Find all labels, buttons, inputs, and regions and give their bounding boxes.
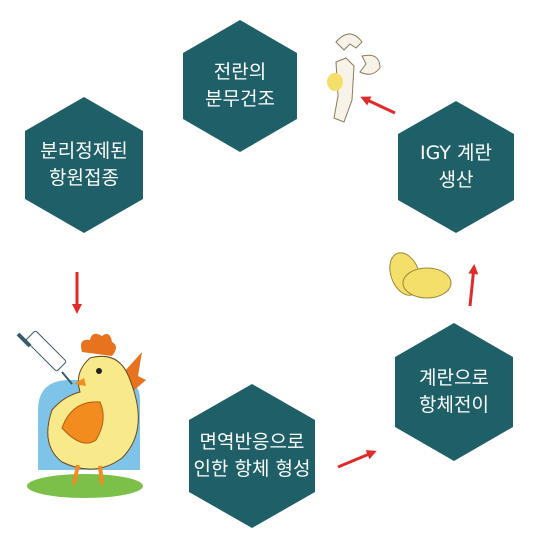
hexagon-antibody-formation — [189, 384, 315, 528]
hen-comb — [81, 333, 116, 356]
hen-with-syringe-icon — [16, 330, 146, 498]
egg-shell-piece — [359, 54, 381, 75]
syringe-needle — [61, 371, 73, 385]
grass-mound — [27, 474, 143, 498]
hexagon-igy-production — [398, 101, 514, 233]
arrow-igy-to-drying — [360, 96, 396, 115]
step-label-antigen-immunization: 분리정제된 항원접종 — [40, 140, 128, 189]
step-label-spray-drying: 전란의 분무건조 — [205, 61, 275, 110]
two-eggs-icon — [389, 252, 452, 299]
egg-shell-body — [333, 57, 355, 123]
hen-eye — [96, 368, 102, 374]
hexagon-antibody-transfer — [395, 323, 513, 461]
syringe-icon — [16, 330, 73, 385]
arrow-formation-to-transfer — [337, 450, 377, 469]
step-label-antibody-formation: 면역반응으로 인한 항체 형성 — [193, 431, 311, 480]
hexagon-drying — [183, 20, 297, 152]
syringe-barrel — [25, 330, 67, 372]
hen-leg-right — [98, 465, 104, 485]
arrow-transfer-to-igy — [468, 264, 479, 307]
hen-leg-left — [72, 464, 80, 485]
syringe-plunger — [16, 332, 32, 348]
cracked-egg-icon — [327, 33, 381, 123]
step-label-antibody-transfer-to-egg: 계란으로 항체전이 — [419, 367, 489, 416]
hexagon-immunization — [25, 97, 143, 233]
egg-shell-top — [335, 33, 363, 51]
egg-yolk — [327, 73, 343, 91]
egg-front — [402, 267, 452, 299]
hen-wing — [61, 401, 104, 444]
step-label-igy-egg-production: IGY 계란 생산 — [420, 142, 492, 191]
hen-beak — [74, 378, 86, 386]
